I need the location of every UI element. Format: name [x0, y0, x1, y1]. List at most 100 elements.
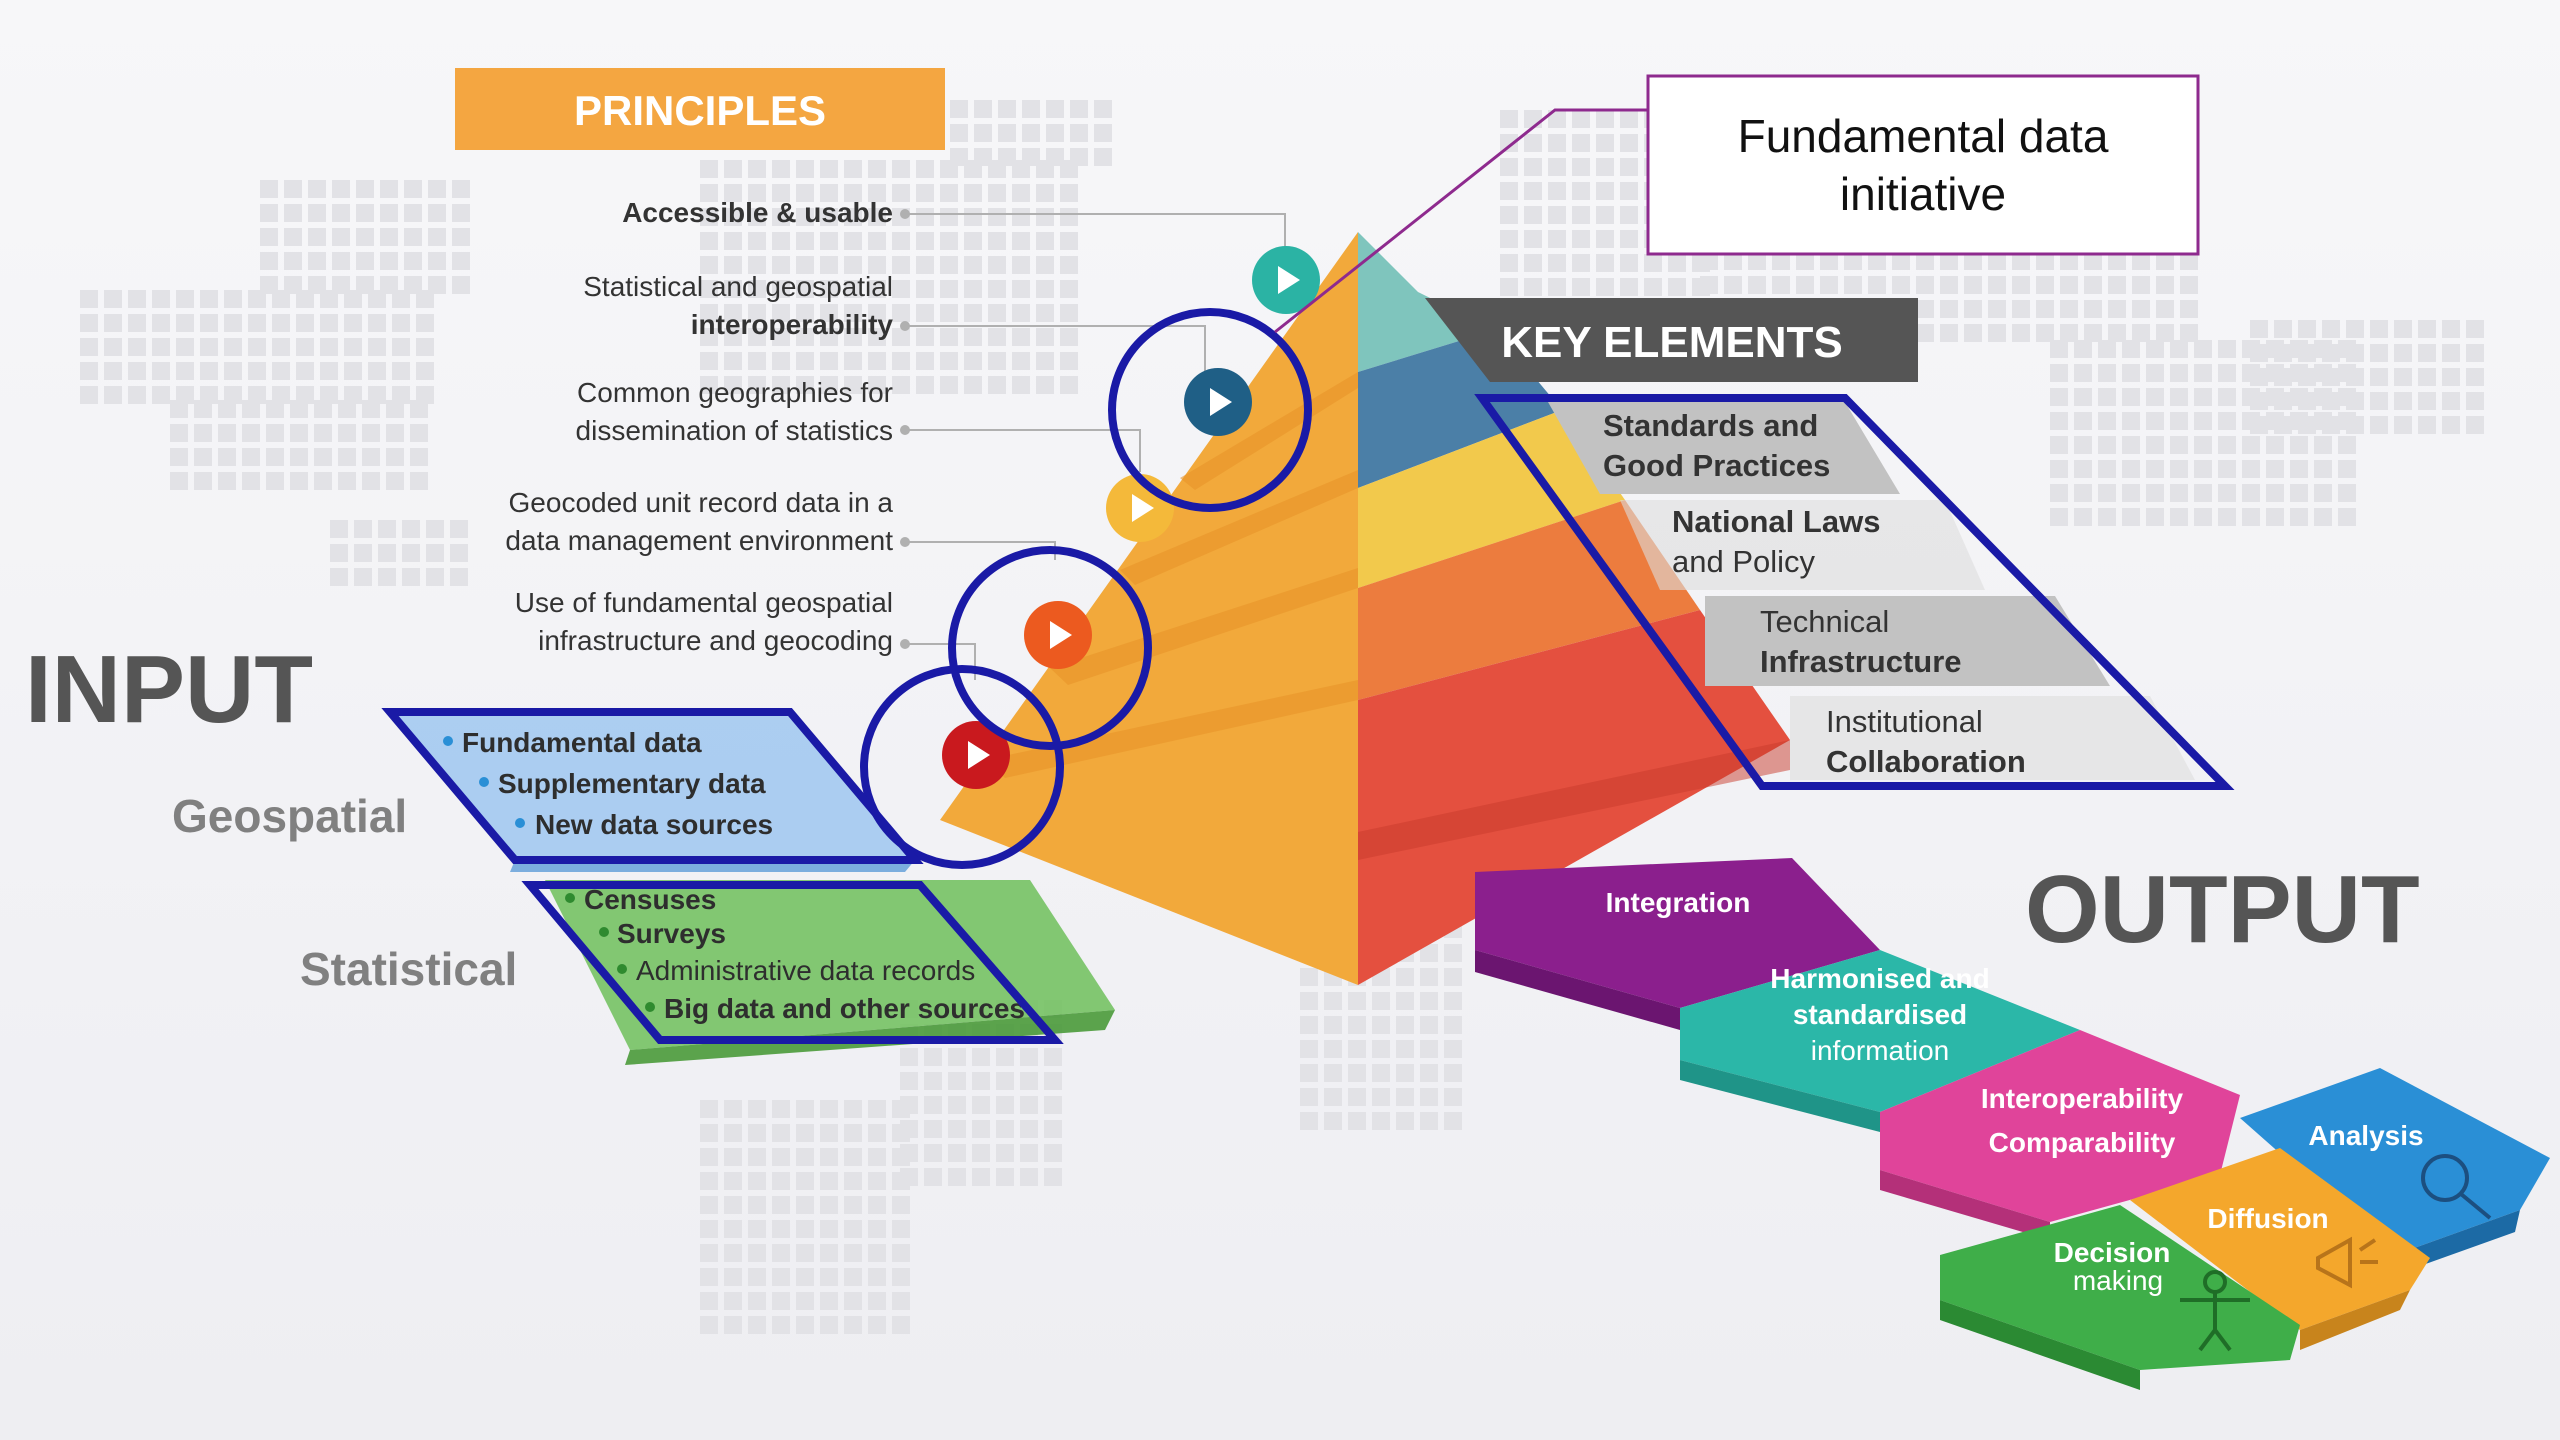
- map-dot: [2370, 392, 2388, 410]
- map-dot: [1644, 254, 1662, 272]
- map-dot: [2050, 436, 2068, 454]
- map-dot: [772, 1292, 790, 1310]
- map-dot: [820, 1100, 838, 1118]
- map-dot: [724, 1196, 742, 1214]
- map-dot: [2370, 368, 2388, 386]
- map-dot: [820, 1316, 838, 1334]
- map-dot: [950, 148, 968, 166]
- map-dot: [194, 448, 212, 466]
- map-dot: [772, 1244, 790, 1262]
- map-dot: [320, 290, 338, 308]
- geospatial-item-3: New data sources: [535, 809, 773, 840]
- map-dot: [2098, 412, 2116, 430]
- map-dot: [820, 1292, 838, 1310]
- map-dot: [1524, 182, 1542, 200]
- map-dot: [1548, 230, 1566, 248]
- principles-header: PRINCIPLES: [574, 87, 826, 134]
- map-dot: [362, 448, 380, 466]
- map-dot: [988, 328, 1006, 346]
- map-dot: [796, 1220, 814, 1238]
- map-dot: [2036, 252, 2054, 270]
- map-dot: [1620, 182, 1638, 200]
- map-dot: [1396, 1088, 1414, 1106]
- map-dot: [1348, 1016, 1366, 1034]
- map-dot: [964, 352, 982, 370]
- map-dot: [356, 276, 374, 294]
- map-dot: [1444, 1040, 1462, 1058]
- map-dot: [1596, 254, 1614, 272]
- map-dot: [1420, 1112, 1438, 1130]
- map-dot: [964, 376, 982, 394]
- map-dot: [248, 314, 266, 332]
- map-dot: [796, 304, 814, 322]
- tier-yellow: [1358, 410, 1625, 588]
- map-dot: [2338, 436, 2356, 454]
- map-dot: [700, 184, 718, 202]
- map-dot: [2370, 416, 2388, 434]
- map-dot: [1372, 1112, 1390, 1130]
- map-dot: [260, 228, 278, 246]
- map-dot: [2266, 460, 2284, 478]
- map-dot: [176, 290, 194, 308]
- tier-orange: [1358, 500, 1700, 700]
- map-dot: [2084, 252, 2102, 270]
- map-dot: [748, 376, 766, 394]
- map-dot: [272, 362, 290, 380]
- map-dot: [748, 184, 766, 202]
- map-dot: [242, 400, 260, 418]
- map-dot: [2442, 320, 2460, 338]
- principle-1-line1: Accessible & usable: [622, 197, 893, 228]
- map-dot: [820, 1196, 838, 1214]
- map-dot: [1396, 1064, 1414, 1082]
- map-dot: [1060, 376, 1078, 394]
- map-dot: [2218, 388, 2236, 406]
- map-dot: [242, 448, 260, 466]
- map-dot: [260, 204, 278, 222]
- map-dot: [916, 352, 934, 370]
- map-dot: [1668, 278, 1686, 296]
- map-dot: [426, 568, 444, 586]
- map-dot: [940, 280, 958, 298]
- map-dot: [104, 386, 122, 404]
- map-dot: [2370, 344, 2388, 362]
- map-dot: [104, 314, 122, 332]
- map-dot: [2098, 460, 2116, 478]
- map-dot: [940, 184, 958, 202]
- map-dot: [1396, 992, 1414, 1010]
- map-dot: [948, 1096, 966, 1114]
- map-dot: [392, 290, 410, 308]
- principles-list: Accessible & usable Statistical and geos…: [505, 197, 893, 656]
- map-dot: [362, 472, 380, 490]
- map-dot: [950, 124, 968, 142]
- map-dot: [892, 1292, 910, 1310]
- map-dot: [700, 1244, 718, 1262]
- map-dot: [2132, 324, 2150, 342]
- map-dot: [80, 338, 98, 356]
- megaphone-icon: [2316, 1236, 2378, 1289]
- map-dot: [844, 1100, 862, 1118]
- map-dot: [2098, 364, 2116, 382]
- map-dot: [152, 314, 170, 332]
- map-dot: [1044, 1072, 1062, 1090]
- map-dot: [1060, 256, 1078, 274]
- map-dot: [1060, 184, 1078, 202]
- map-dot: [820, 1124, 838, 1142]
- map-dot: [1420, 944, 1438, 962]
- map-dot: [1012, 208, 1030, 226]
- map-dot: [170, 472, 188, 490]
- map-dot: [2108, 300, 2126, 318]
- map-dot: [200, 290, 218, 308]
- map-dot: [924, 1168, 942, 1186]
- map-dot: [2250, 416, 2268, 434]
- map-dot: [2338, 508, 2356, 526]
- map-dot: [1548, 110, 1566, 128]
- map-dot: [284, 204, 302, 222]
- map-dot: [964, 256, 982, 274]
- map-dot: [868, 1172, 886, 1190]
- map-dot: [416, 314, 434, 332]
- map-dot: [378, 544, 396, 562]
- map-dot: [266, 472, 284, 490]
- map-dot: [450, 544, 468, 562]
- map-dot: [2180, 252, 2198, 270]
